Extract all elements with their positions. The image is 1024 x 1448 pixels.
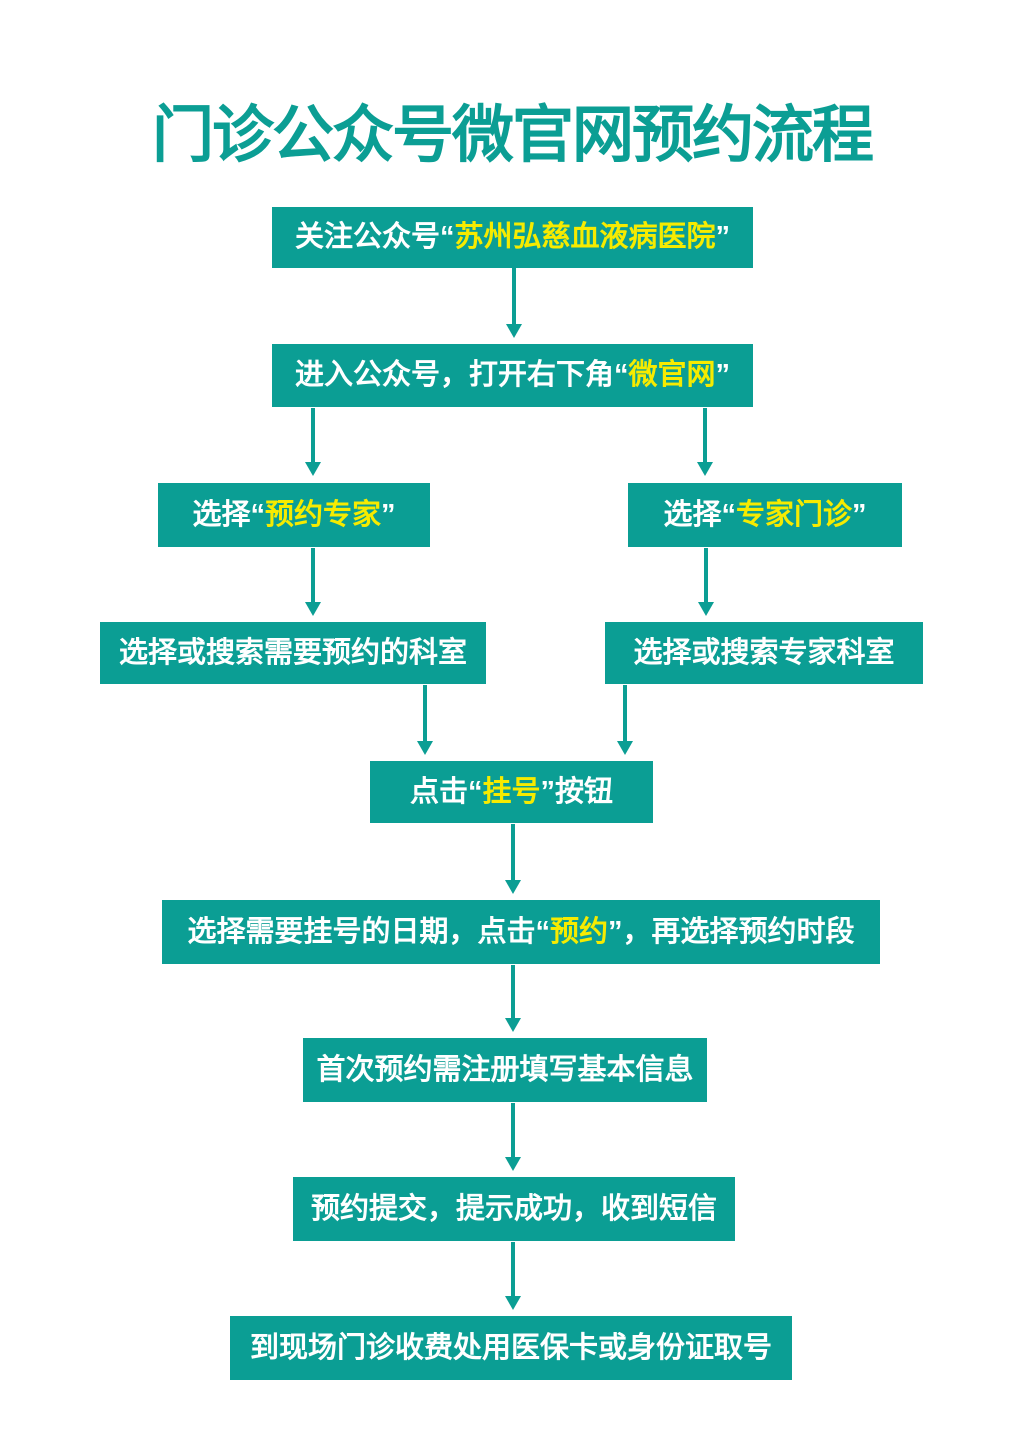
step-text: ” [381, 498, 396, 531]
step-box-first-time-register: 首次预约需注册填写基本信息 [303, 1038, 707, 1102]
arrow-head-icon [505, 1296, 521, 1310]
flow-arrow-down [617, 685, 633, 755]
flow-arrow-down [417, 685, 433, 755]
arrow-shaft [311, 408, 315, 465]
step-box-submit-confirm: 预约提交，提示成功，收到短信 [293, 1177, 735, 1241]
arrow-head-icon [505, 1018, 521, 1032]
step-text: 选择“ [192, 498, 265, 531]
step-text: 选择或搜索专家科室 [633, 636, 895, 669]
arrow-shaft [512, 268, 516, 327]
step-text-highlight: 专家门诊 [736, 498, 853, 531]
step-box-onsite-get-number: 到现场门诊收费处用医保卡或身份证取号 [230, 1316, 792, 1380]
step-text-highlight: 预约专家 [265, 498, 382, 531]
step-text: ” [715, 359, 731, 391]
arrow-shaft [511, 1242, 515, 1299]
arrow-head-icon [305, 462, 321, 476]
arrow-head-icon [697, 462, 713, 476]
flow-arrow-down [305, 548, 321, 616]
arrow-head-icon [305, 602, 321, 616]
step-text: 点击“ [409, 775, 483, 808]
arrow-shaft [311, 548, 315, 605]
step-box-select-department: 选择或搜索需要预约的科室 [100, 622, 486, 684]
arrow-shaft [423, 685, 427, 744]
arrow-shaft [704, 548, 708, 605]
arrow-head-icon [417, 741, 433, 755]
step-text: 选择或搜索需要预约的科室 [118, 636, 467, 669]
flow-arrow-down [505, 1103, 521, 1171]
step-text: 到现场门诊收费处用医保卡或身份证取号 [249, 1331, 772, 1364]
arrow-head-icon [505, 1157, 521, 1171]
step-text-highlight: 挂号 [482, 775, 541, 808]
step-text: 选择需要挂号的日期，点击“ [187, 915, 550, 948]
step-text: ” [852, 498, 867, 531]
step-text-highlight: 苏州弘慈血液病医院 [454, 221, 716, 253]
step-text: 首次预约需注册填写基本信息 [316, 1053, 694, 1086]
step-box-follow-account: 关注公众号“苏州弘慈血液病医院” [272, 207, 753, 268]
flow-arrow-down [697, 408, 713, 476]
arrow-head-icon [698, 602, 714, 616]
step-text: 关注公众号“ [294, 221, 455, 253]
step-box-select-date: 选择需要挂号的日期，点击“预约”，再选择预约时段 [162, 900, 880, 964]
step-box-choose-expert-clinic: 选择“专家门诊” [628, 483, 902, 547]
flow-arrow-down [698, 548, 714, 616]
arrow-head-icon [506, 324, 522, 338]
step-text: 进入公众号，打开右下角“ [294, 359, 629, 391]
step-text-highlight: 预约 [549, 915, 608, 948]
arrow-head-icon [505, 880, 521, 894]
flow-arrow-down [505, 1242, 521, 1310]
flow-arrow-down [505, 824, 521, 894]
step-text: ” [715, 221, 731, 253]
step-box-choose-reserve-expert: 选择“预约专家” [158, 483, 430, 547]
step-box-select-expert-department: 选择或搜索专家科室 [605, 622, 923, 684]
step-text: 选择“ [663, 498, 736, 531]
page-title: 门诊公众号微官网预约流程 [151, 101, 874, 170]
step-text: ”按钮 [540, 775, 614, 808]
flow-arrow-down [506, 268, 522, 338]
flow-arrow-down [505, 965, 521, 1032]
arrow-shaft [511, 965, 515, 1021]
arrow-head-icon [617, 741, 633, 755]
arrow-shaft [623, 685, 627, 744]
step-box-click-register: 点击“挂号”按钮 [370, 761, 653, 823]
arrow-shaft [703, 408, 707, 465]
step-text: ”，再选择预约时段 [608, 915, 855, 948]
arrow-shaft [511, 824, 515, 883]
arrow-shaft [511, 1103, 515, 1160]
step-text-highlight: 微官网 [628, 359, 716, 391]
flow-arrow-down [305, 408, 321, 476]
step-box-open-micro-site: 进入公众号，打开右下角“微官网” [272, 344, 753, 407]
step-text: 预约提交，提示成功，收到短信 [310, 1192, 717, 1225]
